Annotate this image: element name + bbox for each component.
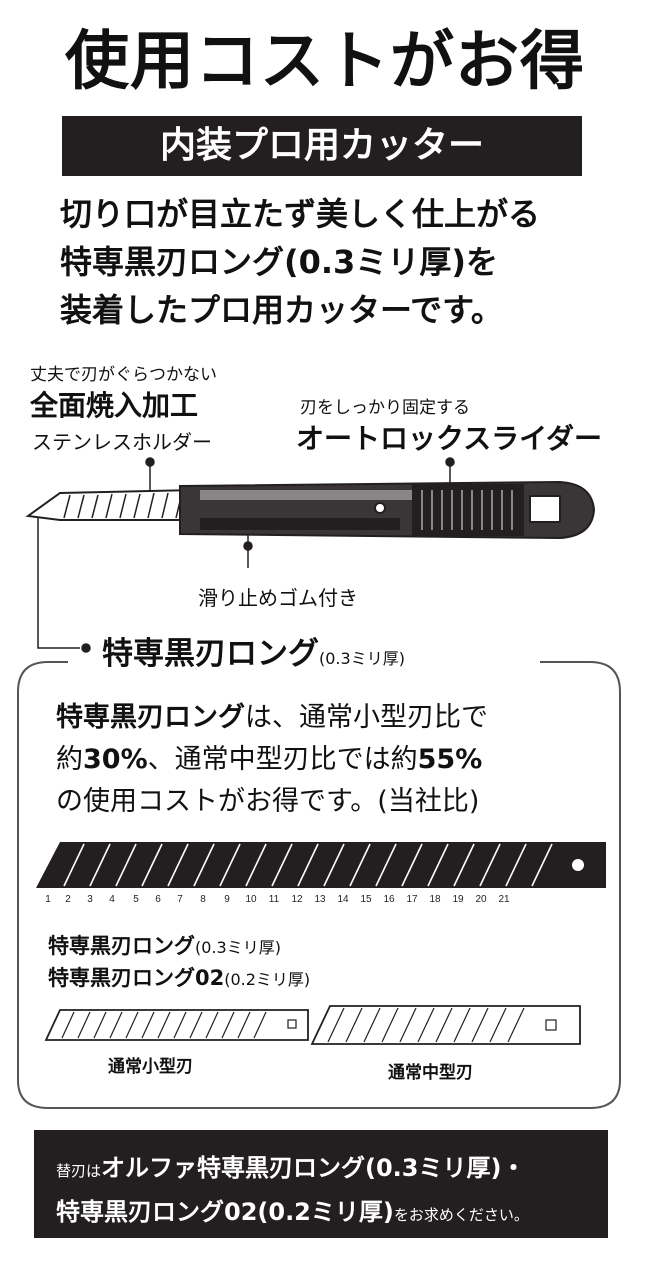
- holder-rivet: [374, 502, 386, 514]
- blade-name-2-thickness: (0.2ミリ厚): [224, 970, 311, 989]
- info-box-title-text: 特専黒刃ロング: [102, 636, 319, 672]
- segment-number: 5: [133, 894, 139, 905]
- savings-medium: 55%: [417, 744, 483, 775]
- segment-number: 19: [452, 894, 464, 905]
- segment-number: 15: [360, 894, 372, 905]
- segment-number: 6: [155, 894, 161, 905]
- info-box-border: [17, 661, 621, 1109]
- auto-lock-slider: [412, 484, 524, 536]
- subtitle-text: 内装プロ用カッター: [159, 125, 484, 166]
- footer-line-2: 特専黒刃ロング02(0.2ミリ厚)をお求めください。: [56, 1192, 529, 1227]
- blade-name-1: 特専黒刃ロング(0.3ミリ厚): [48, 930, 281, 960]
- segment-number: 13: [314, 894, 326, 905]
- segment-number: 7: [177, 894, 183, 905]
- intro-line-3: 装着したプロ用カッターです。: [60, 291, 503, 329]
- info-line-3: の使用コストがお得です。(当社比): [56, 786, 480, 817]
- info-box-title-thickness: (0.3ミリ厚): [319, 649, 405, 668]
- info-line-1-rest: は、通常小型刃比で: [245, 702, 488, 733]
- holder-title: 全面焼入加工: [30, 389, 199, 422]
- product-name: 特専黒刃ロング: [56, 702, 245, 733]
- info-line-2-b: 、通常中型刃比では約: [147, 744, 418, 775]
- grip-label: 滑り止めゴム付き: [198, 586, 358, 610]
- segment-number: 8: [200, 894, 206, 905]
- cutter-knife: [25, 480, 596, 540]
- footer-line-2-main: 特専黒刃ロング02(0.2ミリ厚): [56, 1198, 394, 1226]
- info-box-title: 特専黒刃ロング(0.3ミリ厚): [96, 628, 411, 673]
- blade-name-1-thickness: (0.3ミリ厚): [195, 938, 281, 957]
- slider-note: 刃をしっかり固定する: [300, 398, 470, 418]
- medium-blade: [310, 1005, 581, 1045]
- info-line-2-a: 約: [56, 744, 83, 775]
- segment-number: 3: [87, 894, 93, 905]
- segment-number: 9: [224, 894, 230, 905]
- blade-name-2: 特専黒刃ロング02(0.2ミリ厚): [48, 962, 310, 992]
- segment-number: 2: [65, 894, 71, 905]
- footer-banner: 替刃はオルファ特専黒刃ロング(0.3ミリ厚)・ 特専黒刃ロング02(0.2ミリ厚…: [34, 1130, 608, 1238]
- blade-name-1-text: 特専黒刃ロング: [48, 934, 195, 958]
- intro-line-2: 特専黒刃ロング(0.3ミリ厚)を: [60, 243, 498, 281]
- footer-line-2-suffix: をお求めください。: [393, 1206, 529, 1224]
- savings-small: 30%: [83, 744, 148, 775]
- page-title: 使用コストがお得: [65, 25, 585, 99]
- segment-number: 14: [337, 894, 349, 905]
- segment-number: 21: [498, 894, 510, 905]
- segment-number: 1: [45, 894, 51, 905]
- holder-note: 丈夫で刃がぐらつかない: [30, 365, 217, 385]
- small-blade: [44, 1009, 309, 1041]
- subtitle-banner: 内装プロ用カッター: [62, 116, 582, 176]
- segment-numbers: 1 2 3 4 5 6 7 8 9 10 11 12 13 14 15 16 1…: [45, 894, 510, 905]
- end-cap: [529, 495, 561, 523]
- small-blade-label: 通常小型刃: [108, 1057, 193, 1077]
- info-line-2: 約30%、通常中型刃比では約55%: [56, 740, 482, 780]
- segment-number: 17: [406, 894, 418, 905]
- medium-blade-label: 通常中型刃: [388, 1063, 473, 1083]
- slider-title: オートロックスライダー: [296, 422, 603, 455]
- segment-number: 11: [269, 894, 280, 905]
- rubber-grip: [200, 518, 400, 530]
- holder-subtitle: ステンレスホルダー: [32, 430, 212, 454]
- blade-name-2-text: 特専黒刃ロング02: [48, 966, 225, 990]
- holder-highlight: [200, 490, 420, 500]
- segment-number: 12: [291, 894, 303, 905]
- segment-number: 4: [109, 894, 115, 905]
- black-blade-long: [36, 842, 606, 888]
- segment-number: 16: [383, 894, 395, 905]
- info-line-1: 特専黒刃ロングは、通常小型刃比で: [56, 698, 488, 738]
- footer-line-1-prefix: 替刃は: [56, 1162, 102, 1180]
- segment-number: 10: [245, 894, 257, 905]
- footer-line-1: 替刃はオルファ特専黒刃ロング(0.3ミリ厚)・: [56, 1148, 525, 1183]
- segment-number: 20: [475, 894, 487, 905]
- intro-line-1: 切り口が目立たず美しく仕上がる: [60, 195, 541, 233]
- footer-line-1-main: オルファ特専黒刃ロング(0.3ミリ厚)・: [101, 1154, 526, 1182]
- segment-number: 18: [429, 894, 441, 905]
